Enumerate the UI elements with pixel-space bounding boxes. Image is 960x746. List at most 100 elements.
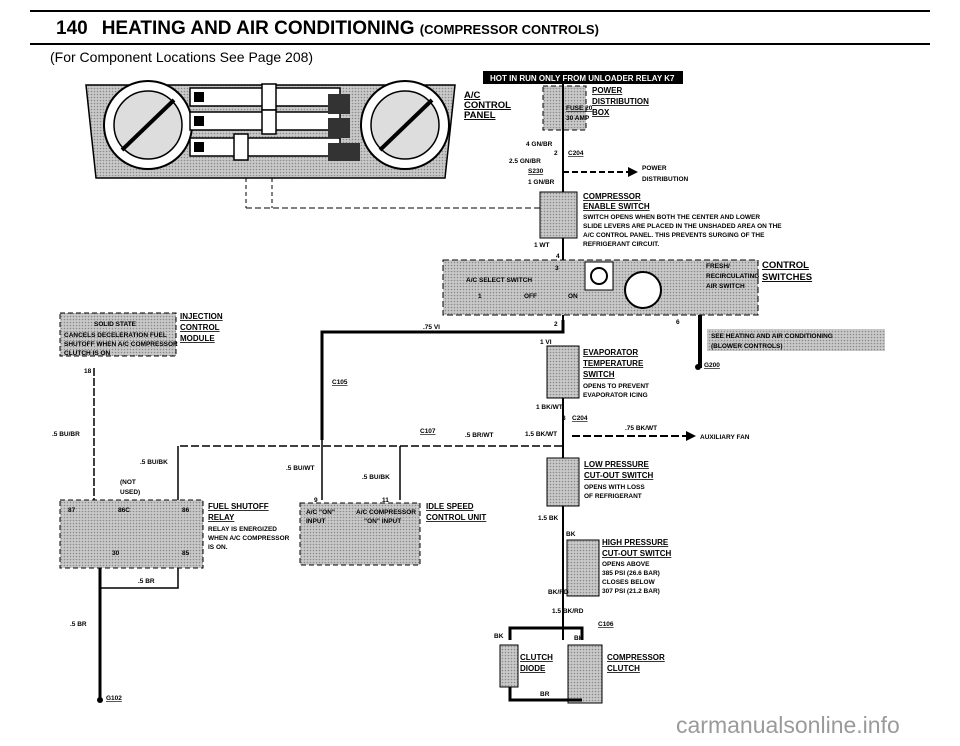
injection-1: INJECTION: [180, 312, 223, 321]
wire-label-5br: .5 BR: [138, 578, 155, 585]
enable-desc-4: REFRIGERANT CIRCUIT.: [583, 241, 659, 248]
switch-off-label: OFF: [524, 293, 537, 300]
highp-wire-1: BK/RD: [548, 589, 569, 596]
fan-icon: [584, 261, 614, 291]
wire-label-075vi: .75 VI: [423, 324, 440, 331]
wire-label-1wt: 1 WT: [534, 242, 550, 249]
wire-label-bubr: .5 BU/BR: [52, 431, 80, 438]
relay-pin-86: 86: [182, 507, 190, 514]
connector-c105: C105: [332, 379, 348, 386]
relay-pin-30: 30: [112, 550, 120, 557]
enable-desc-1: SWITCH OPENS WHEN BOTH THE CENTER AND LO…: [583, 214, 760, 221]
lowp-title-1: LOW PRESSURE: [584, 460, 650, 469]
relay-desc-3: IS ON.: [208, 544, 228, 551]
module-pin-18: 18: [84, 368, 92, 375]
wire-label-25gnbr: 2.5 GN/BR: [509, 158, 541, 165]
relay-title-1: FUEL SHUTOFF: [208, 502, 269, 511]
ac-select-switch-label: A/C SELECT SWITCH: [466, 277, 532, 284]
relay-desc-2: WHEN A/C COMPRESSOR: [208, 535, 290, 542]
module-desc-3: CLUTCH IS ON: [64, 350, 111, 357]
evaporator-temperature-switch: [546, 345, 580, 399]
wire-br: BR: [540, 691, 550, 698]
compressor-clutch: [567, 644, 603, 704]
highp-wire-2: 1.5 BK/RD: [552, 608, 584, 615]
clutch-diode-2: DIODE: [520, 664, 546, 673]
lowp-title-2: CUT-OUT SWITCH: [584, 471, 654, 480]
title-main: HEATING AND AIR CONDITIONING: [101, 18, 415, 39]
fresh-recirc-2: RECIRCULATING: [706, 273, 759, 280]
header-top-rule: [30, 10, 930, 12]
lowp-bk: BK: [566, 531, 576, 538]
idle-input-1: A/C "ON": [306, 509, 335, 516]
wire-label-bubk-2: .5 BU/BK: [362, 474, 390, 481]
wire-label-bubk: .5 BU/BK: [140, 459, 168, 466]
control-switches-2: SWITCHES: [762, 272, 812, 283]
switch-on-label: ON: [568, 293, 578, 300]
not-used-2: USED): [120, 489, 140, 496]
highp-desc-4: 307 PSI (21.2 BAR): [602, 588, 660, 595]
relay-pin-87: 87: [68, 507, 76, 514]
pd-label-3: BOX: [592, 108, 610, 117]
power-dist-2: DISTRIBUTION: [642, 176, 689, 183]
clutch-diode-1: CLUTCH: [520, 653, 553, 662]
solid-state-label: SOLID STATE: [94, 321, 137, 328]
evap-wire-in: 1 VI: [540, 339, 552, 346]
header-bottom-rule: [30, 43, 930, 45]
relay-desc-1: RELAY IS ENERGIZED: [208, 526, 277, 533]
idle-title-2: CONTROL UNIT: [426, 513, 486, 522]
recirc-knob-icon: [624, 271, 662, 309]
ground-g102: G102: [106, 695, 122, 702]
compressor-enable-switch: [539, 191, 578, 239]
lowp-wire: 1.5 BK: [538, 515, 559, 522]
module-desc-1: CANCELS DECELERATION FUEL: [64, 332, 167, 339]
panel-label-ac: A/C: [464, 90, 481, 101]
idle-pin-9: 9: [314, 497, 318, 504]
title-sub: (COMPRESSOR CONTROLS): [419, 22, 599, 37]
evap-desc-2: EVAPORATOR ICING: [583, 392, 648, 399]
fuse-label: FUSE 20: [566, 105, 593, 112]
enable-desc-2: SLIDE LEVERS ARE PLACED IN THE UNSHADED …: [583, 223, 782, 230]
fresh-recirc-1: FRESH/: [706, 263, 730, 270]
wire-label-15bkwt: 1.5 BK/WT: [525, 431, 557, 438]
connector-c106: C106: [598, 621, 614, 628]
splice-s230: S230: [528, 168, 544, 175]
ac-control-panel: A/C CONTROL PANEL: [85, 80, 545, 209]
relay-pin-86c: 86C: [118, 507, 130, 514]
wire-bk-1: BK: [494, 633, 504, 640]
clutch-diode: [499, 644, 519, 688]
highp-desc-2: 385 PSI (26.6 BAR): [602, 570, 660, 577]
fresh-recirc-3: AIR SWITCH: [706, 283, 745, 290]
pin-4: 4: [556, 253, 560, 260]
wire-label-brwt: .5 BR/WT: [465, 432, 494, 439]
enable-desc-3: A/C CONTROL PANEL. THIS PREVENTS SURGING…: [583, 232, 765, 239]
evap-c204: C204: [572, 415, 588, 422]
pin-2-top: 2: [554, 150, 558, 157]
high-pressure-cutout-switch: [566, 539, 600, 597]
panel-label-panel: PANEL: [464, 110, 496, 121]
injection-control-module: [59, 312, 177, 357]
select-pin-3: 3: [555, 265, 559, 272]
injection-2: CONTROL: [180, 323, 220, 332]
compressor-clutch-1: COMPRESSOR: [607, 653, 665, 662]
idle-input-4: "ON" INPUT: [364, 518, 401, 525]
banner-text: HOT IN RUN ONLY FROM UNLOADER RELAY K7: [490, 74, 675, 83]
page-subtitle: (For Component Locations See Page 208): [50, 49, 314, 65]
idle-input-3: A/C COMPRESSOR: [356, 509, 416, 516]
highp-desc-1: OPENS ABOVE: [602, 561, 650, 568]
fuse-amp-label: 30 AMP: [566, 115, 590, 122]
enable-title-2: ENABLE SWITCH: [583, 202, 650, 211]
evap-title-2: TEMPERATURE: [583, 359, 644, 368]
wire-label-5br-2: .5 BR: [70, 621, 87, 628]
enable-title-1: COMPRESSOR: [583, 192, 641, 201]
not-used-1: (NOT: [120, 479, 136, 486]
auxiliary-fan-label: AUXILIARY FAN: [700, 434, 750, 441]
idle-pin-11: 11: [382, 497, 389, 504]
evap-wire-out: 1 BK/WT: [536, 404, 563, 411]
wire-bk-2: BK: [574, 635, 584, 642]
fuel-shutoff-relay: [59, 499, 204, 569]
highp-title-1: HIGH PRESSURE: [602, 538, 669, 547]
idle-input-2: INPUT: [306, 518, 326, 525]
pd-label-2: DISTRIBUTION: [592, 97, 649, 106]
